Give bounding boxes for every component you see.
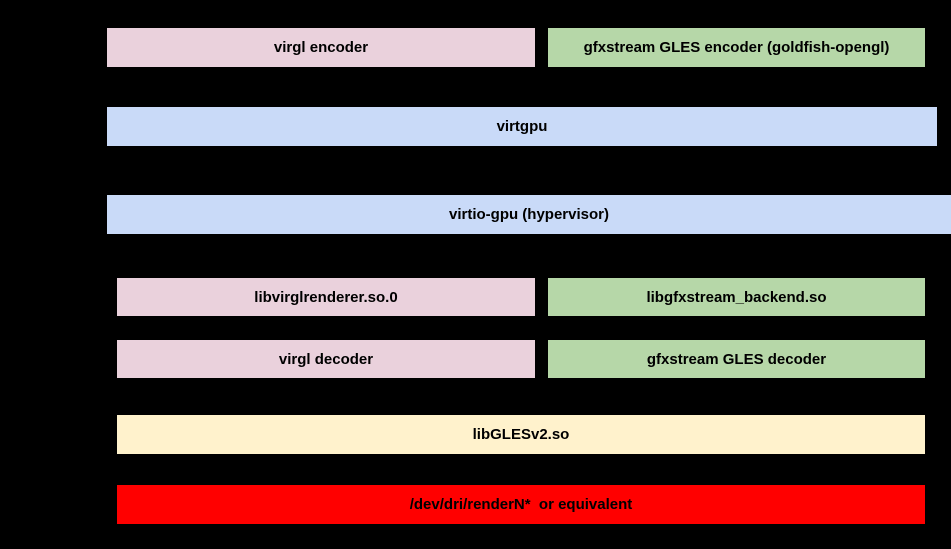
box-gfxstream-gles-encoder: gfxstream GLES encoder (goldfish-opengl)	[548, 28, 925, 67]
box-virgl-encoder: virgl encoder	[107, 28, 535, 67]
box-virtgpu: virtgpu	[107, 107, 937, 146]
box-virtio-gpu-hypervisor: virtio-gpu (hypervisor)	[107, 195, 951, 234]
box-virgl-decoder: virgl decoder	[117, 340, 535, 378]
box-dev-dri-render: /dev/dri/renderN* or equivalent	[117, 485, 925, 524]
box-gfxstream-gles-decoder: gfxstream GLES decoder	[548, 340, 925, 378]
box-libgfxstream-backend: libgfxstream_backend.so	[548, 278, 925, 316]
box-libglesv2: libGLESv2.so	[117, 415, 925, 454]
box-libvirglrenderer: libvirglrenderer.so.0	[117, 278, 535, 316]
